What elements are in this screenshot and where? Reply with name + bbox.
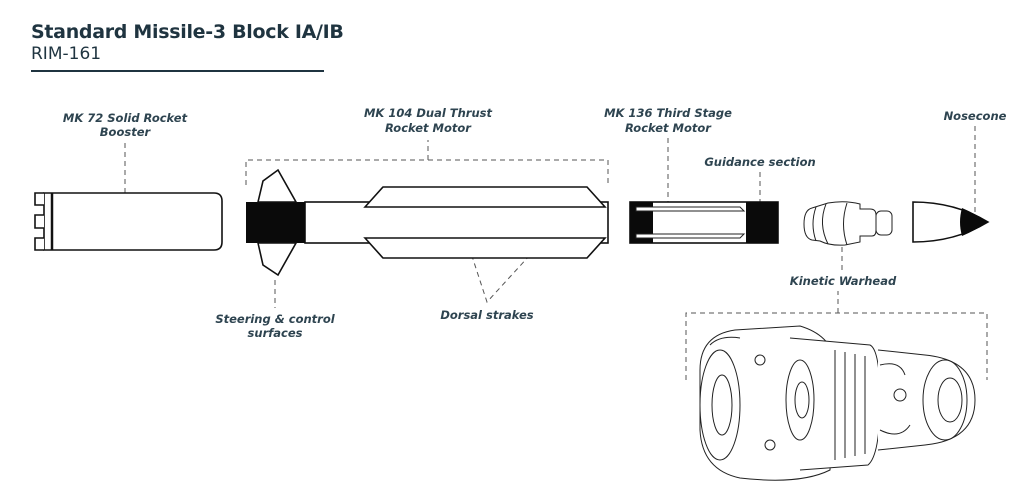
label-dual-thrust-2: Rocket Motor [385,121,472,135]
title-underline [31,70,324,72]
diagram-subtitle: RIM-161 [31,44,102,64]
label-steering-2: surfaces [248,326,303,340]
diagram-title: Standard Missile-3 Block IA/IB [31,21,344,43]
label-booster-1: MK 72 Solid Rocket [63,111,188,125]
nosecone [912,201,990,243]
label-third-stage-1: MK 136 Third Stage [604,106,732,120]
kinetic-warhead-illustration [699,325,976,481]
label-booster-2: Booster [100,125,152,139]
label-dorsal: Dorsal strakes [440,308,533,322]
kinetic-warhead-small [803,201,893,246]
label-steering-1: Steering & control [215,312,335,326]
label-third-stage-2: Rocket Motor [625,121,712,135]
third-stage [629,201,779,244]
label-dual-thrust-1: MK 104 Dual Thrust [364,106,493,120]
booster-stage [34,192,223,251]
label-kinetic-warhead: Kinetic Warhead [790,274,897,288]
dual-thrust-stage [246,168,609,277]
label-guidance: Guidance section [704,155,815,169]
label-nosecone: Nosecone [944,109,1007,123]
